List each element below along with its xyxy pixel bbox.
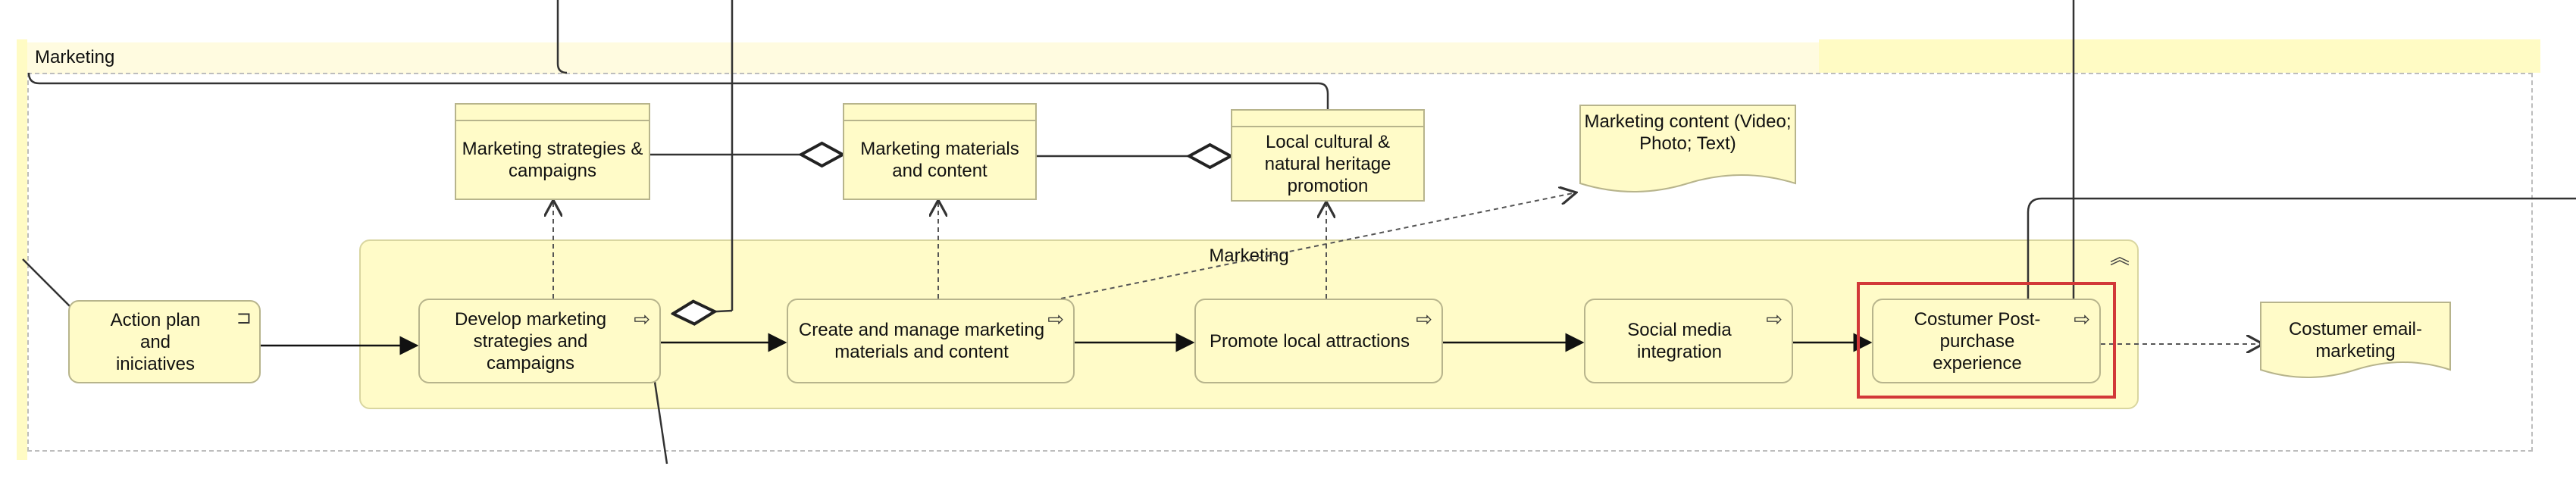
data-object-strategies-label: Marketing strategies & campaigns	[462, 139, 643, 181]
process-promote-label: Promote local attractions	[1209, 330, 1410, 352]
representation-email-label: Costumer email-marketing	[2288, 319, 2423, 361]
data-object-strategies[interactable]: Marketing strategies & campaigns	[455, 103, 650, 200]
process-arrow-icon: ⇨	[634, 308, 650, 330]
realization-create-content	[1060, 192, 1576, 299]
event-action-plan-label: Action plan and iniciatives	[110, 309, 201, 374]
process-develop[interactable]: Develop marketing strategies and campaig…	[418, 299, 661, 383]
selection-highlight	[1857, 282, 2116, 399]
process-post-purchase-label: Costumer Post-purchase experience	[1914, 308, 2041, 374]
process-arrow-icon: ⇨	[2074, 308, 2090, 330]
process-promote[interactable]: Promote local attractions ⇨	[1194, 299, 1443, 383]
outer-group-tab[interactable]: Marketing	[26, 42, 1819, 74]
process-develop-label: Develop marketing strategies and campaig…	[454, 308, 607, 374]
external-line-1	[556, 0, 568, 74]
data-object-heritage-label: Local cultural & natural heritage promot…	[1264, 131, 1391, 196]
outer-group-strip-left	[17, 39, 27, 460]
left-incoming-line	[22, 258, 75, 311]
process-social[interactable]: Social media integration ⇨	[1584, 299, 1793, 383]
process-create-manage[interactable]: Create and manage marketing materials an…	[787, 299, 1075, 383]
process-create-manage-label: Create and manage marketing materials an…	[798, 320, 1045, 362]
process-post-purchase[interactable]: Costumer Post-purchase experience ⇨	[1872, 299, 2101, 383]
collapse-chevron-icon[interactable]: ︽	[2109, 246, 2130, 268]
data-object-materials[interactable]: Marketing materials and content	[843, 103, 1037, 200]
business-event-icon: ⊐	[236, 308, 252, 328]
representation-content[interactable]: Marketing content (Video; Photo; Text)	[1579, 105, 1796, 197]
aggregation-develop	[673, 311, 733, 314]
outer-group-label: Marketing	[35, 47, 115, 67]
outer-top-connector	[27, 72, 1329, 112]
representation-shape	[1579, 105, 1796, 192]
process-arrow-icon: ⇨	[1047, 308, 1064, 330]
representation-email[interactable]: Costumer email-marketing	[2260, 302, 2451, 383]
process-arrow-icon: ⇨	[1766, 308, 1783, 330]
outer-group-strip	[1819, 39, 2540, 73]
bottom-outgoing-line	[653, 381, 668, 465]
data-object-header-rule	[1232, 126, 1423, 127]
event-action-plan[interactable]: Action plan and iniciatives ⊐	[68, 300, 261, 383]
data-object-header-rule	[844, 120, 1035, 121]
right-elbow-line	[2027, 197, 2576, 302]
process-social-label: Social media integration	[1627, 320, 1732, 362]
data-object-heritage[interactable]: Local cultural & natural heritage promot…	[1231, 109, 1425, 202]
data-object-materials-label: Marketing materials and content	[860, 139, 1019, 181]
data-object-header-rule	[456, 120, 649, 121]
outer-group-frame[interactable]	[27, 73, 2533, 452]
function-group-title: Marketing	[1209, 246, 1289, 266]
representation-content-label: Marketing content (Video; Photo; Text)	[1584, 111, 1792, 154]
representation-shape	[2260, 302, 2451, 378]
process-arrow-icon: ⇨	[1416, 308, 1432, 330]
